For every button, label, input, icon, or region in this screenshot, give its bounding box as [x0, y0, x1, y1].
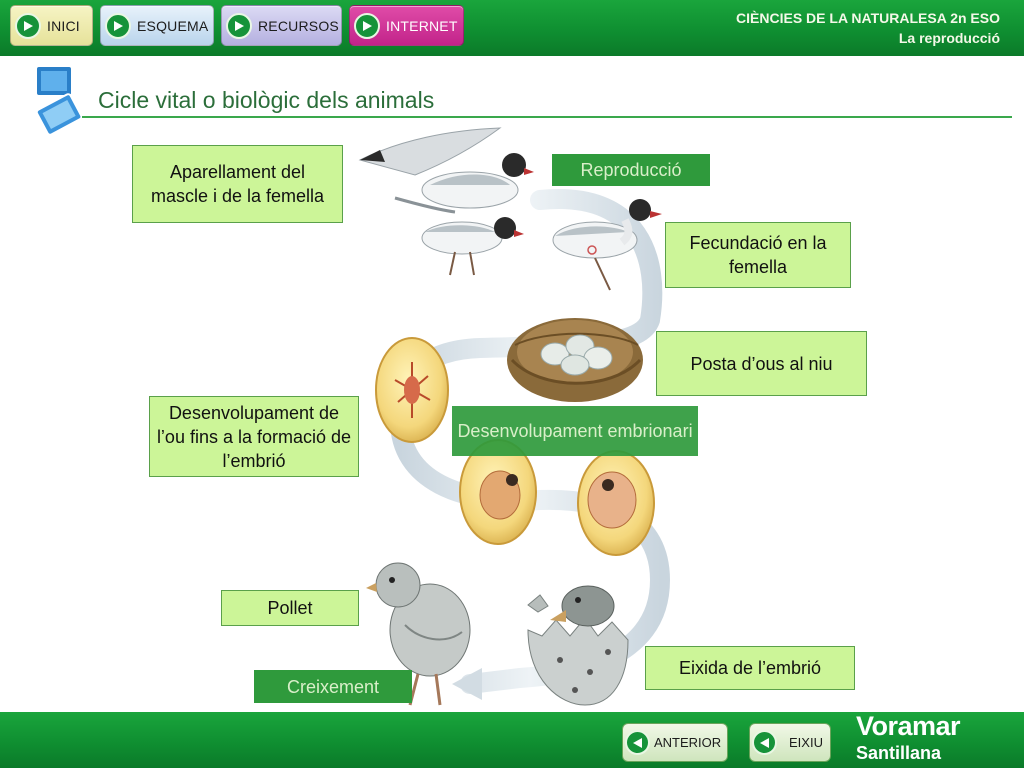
nav-internet-button[interactable]: INTERNET [349, 5, 464, 46]
exit-label: EIXIU [789, 735, 823, 750]
stage-growth-label: Creixement [254, 670, 412, 703]
nav-recursos-button[interactable]: RECURSOS [221, 5, 342, 46]
fertilization-box: Fecundació en la femella [665, 222, 851, 288]
bottom-bar [0, 712, 1024, 768]
page-title: Cicle vital o biològic dels animals [98, 87, 435, 113]
hatching-egg-illustration [527, 585, 629, 706]
previous-label: ANTERIOR [654, 735, 722, 750]
nest-illustration [507, 318, 643, 402]
stage-reproduction-label: Reproducció [552, 154, 710, 186]
hatching-box: Eixida de l’embrió [645, 646, 855, 690]
back-arrow-icon [752, 730, 777, 755]
nav-recursos-label: RECURSOS [258, 17, 339, 34]
chick-box: Pollet [221, 590, 359, 626]
pairing-box: Aparellament del mascle i de la femella [132, 145, 343, 223]
egg-early-embryo-illustration [375, 337, 449, 443]
nav-esquema-button[interactable]: ESQUEMA [100, 5, 214, 46]
resting-gull-illustration [552, 199, 662, 291]
title-divider [82, 116, 1012, 118]
back-arrow-icon [625, 730, 650, 755]
egg-development-box: Desenvolupament de l’ou fins a la formac… [149, 396, 359, 477]
nav-inici-label: INICI [47, 17, 80, 34]
chick-illustration [366, 562, 471, 706]
standing-gull-illustration [421, 217, 524, 276]
egg-late-embryo-illustration [577, 450, 655, 556]
nav-internet-label: INTERNET [386, 17, 458, 34]
nav-inici-button[interactable]: INICI [10, 5, 93, 46]
nav-esquema-label: ESQUEMA [137, 17, 209, 34]
exit-button[interactable]: EIXIU [749, 723, 831, 762]
play-icon [226, 12, 252, 39]
brand-logo: Voramar [856, 711, 961, 741]
play-icon [354, 12, 380, 39]
laying-box: Posta d’ous al niu [656, 331, 867, 396]
unit-name: La reproducció [898, 30, 1000, 46]
brand-sub-logo: Santillana [856, 743, 942, 763]
course-header: CIÈNCIES DE LA NATURALESA 2n ESO La repr… [736, 8, 1000, 48]
cycle-arrow-head [452, 668, 482, 700]
course-name: CIÈNCIES DE LA NATURALESA 2n ESO [736, 10, 1000, 26]
play-icon [15, 12, 41, 39]
stage-embryonic-label: Desenvolupament embrionari [452, 406, 698, 456]
slides-icon [35, 65, 83, 134]
flying-gull-illustration [358, 127, 534, 214]
previous-button[interactable]: ANTERIOR [622, 723, 728, 762]
play-icon [105, 12, 131, 39]
